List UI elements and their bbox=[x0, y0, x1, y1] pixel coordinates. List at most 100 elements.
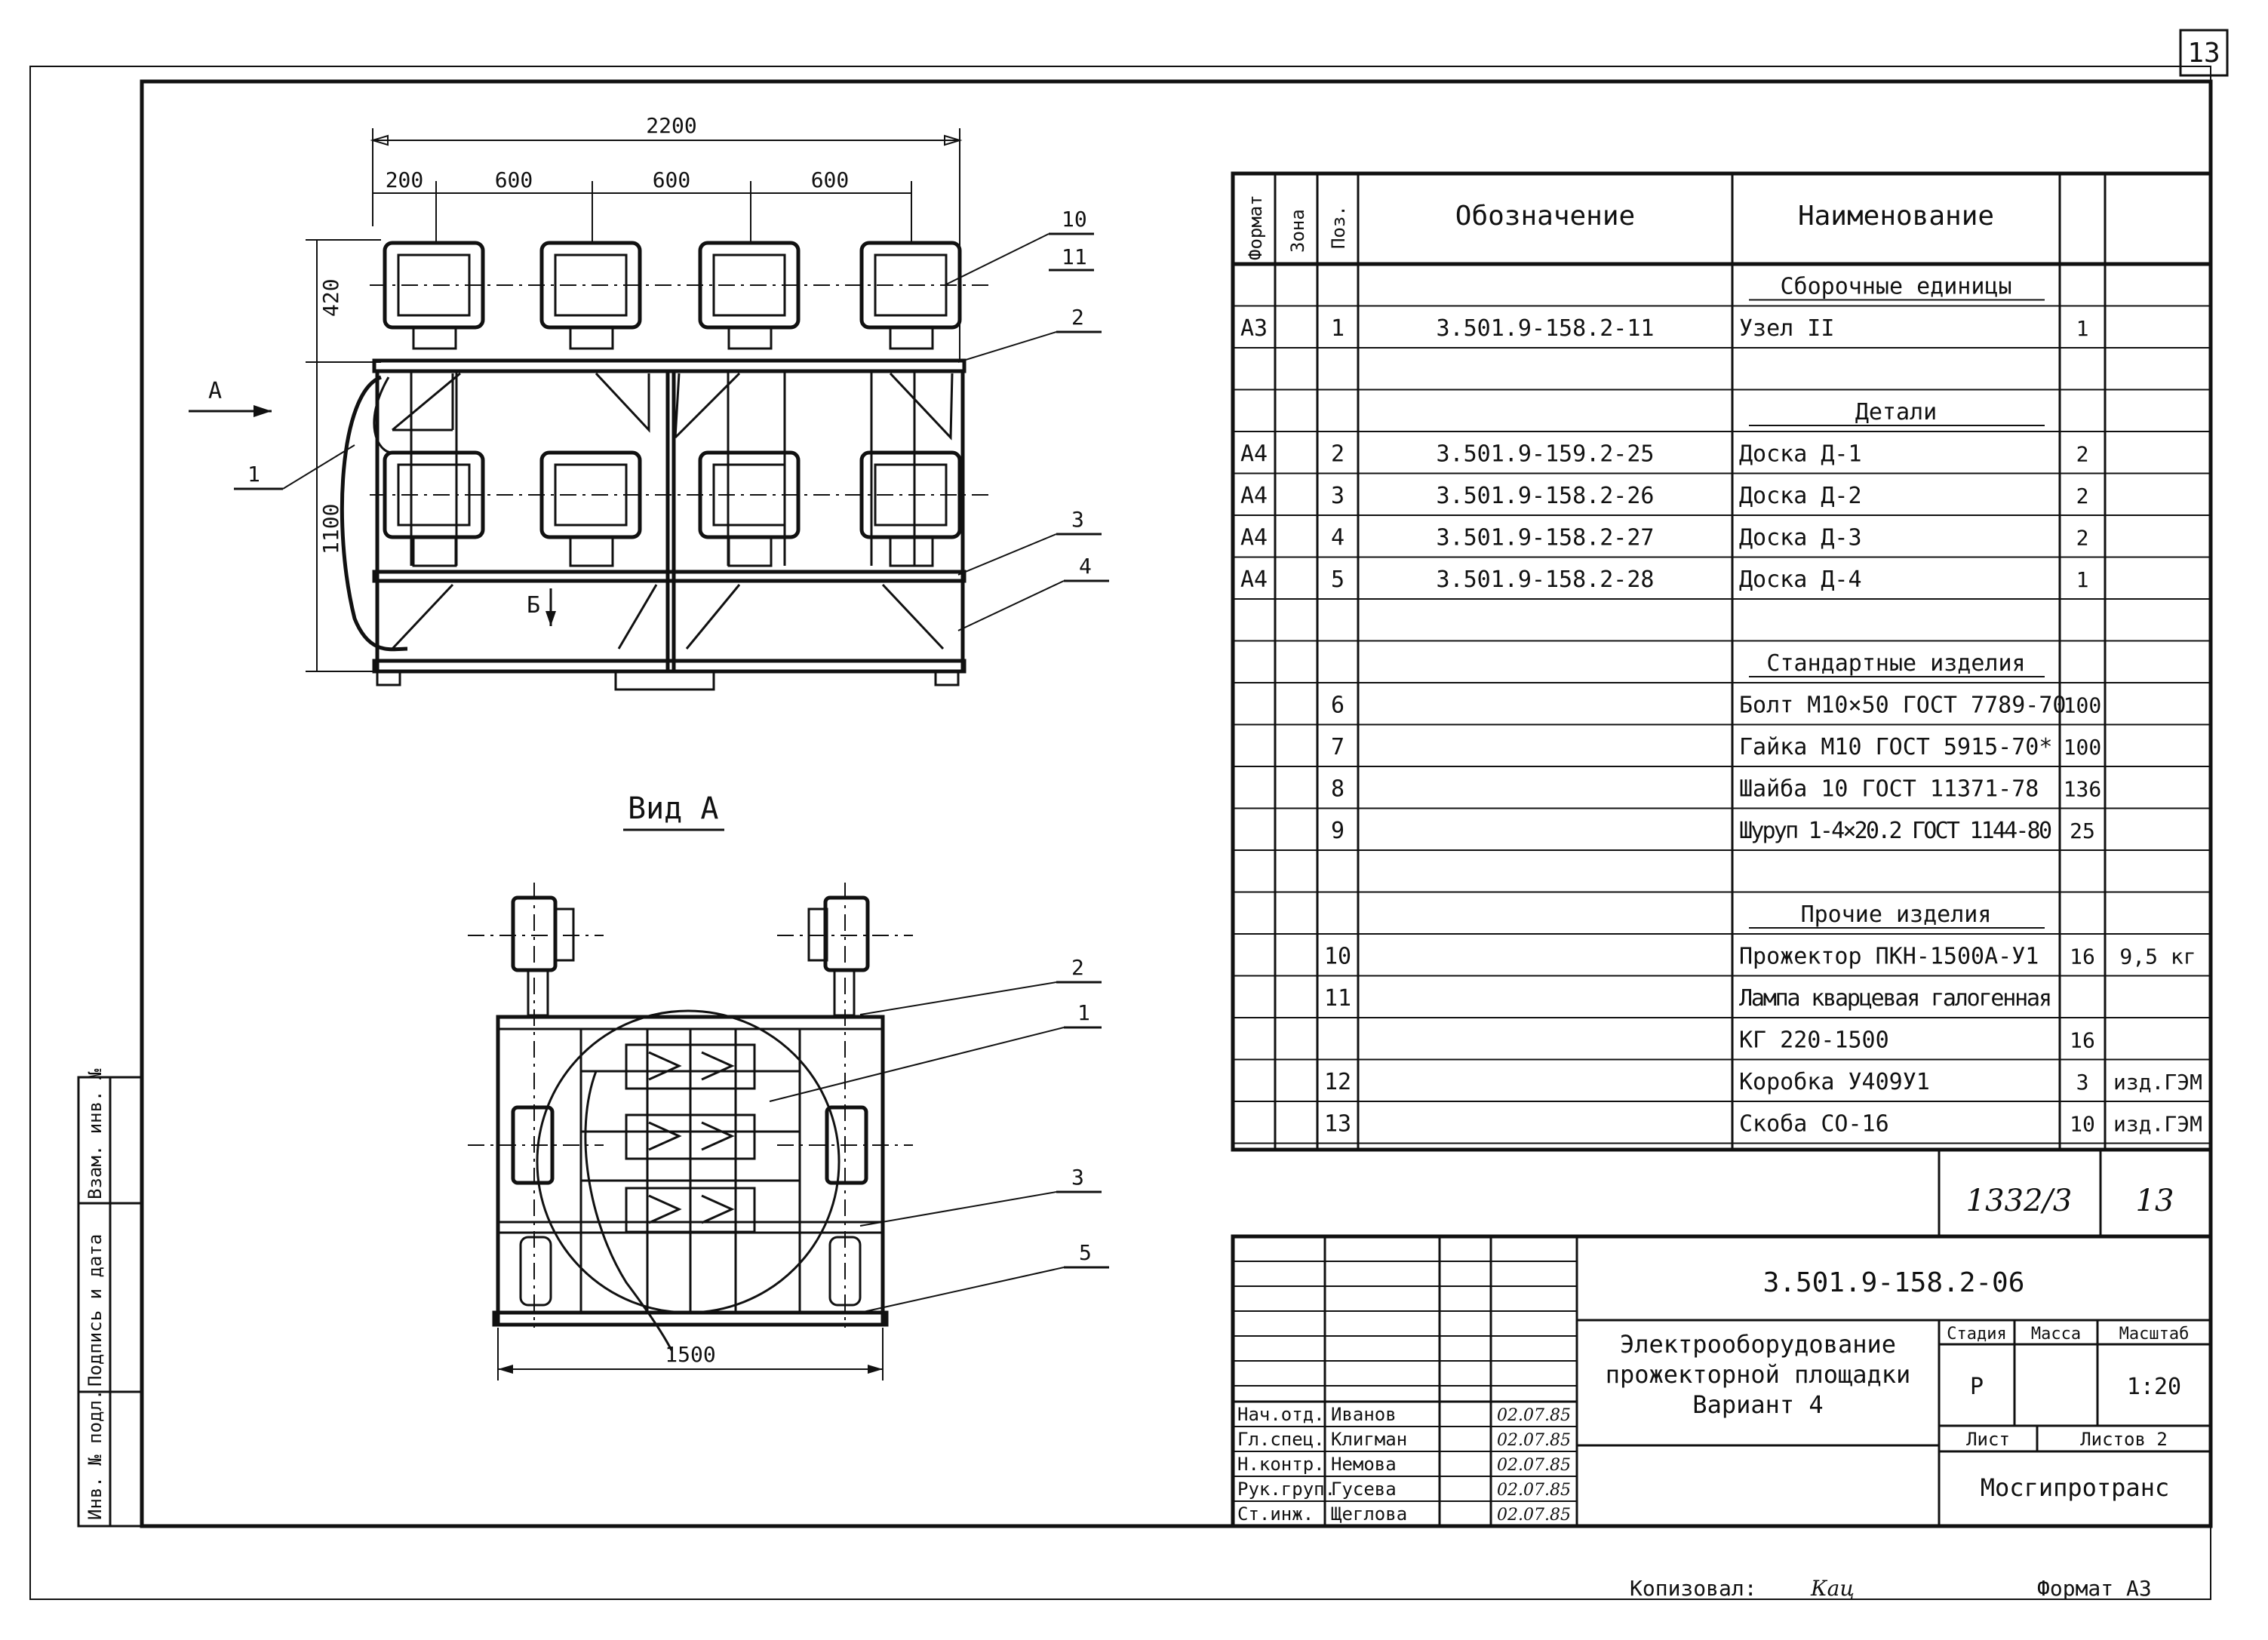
title-line-3: Вариант 4 bbox=[1692, 1390, 1823, 1419]
header-designation: Обозначение bbox=[1455, 201, 1635, 232]
section-label: Б bbox=[527, 592, 540, 619]
sig-role: Н.контр. bbox=[1237, 1454, 1325, 1475]
album-number: 1332/3 bbox=[1966, 1184, 2073, 1218]
scale-value: 1:20 bbox=[2127, 1374, 2181, 1400]
cell-pos: 4 bbox=[1331, 525, 1345, 551]
dim-600-a: 600 bbox=[495, 167, 533, 192]
dim-1500: 1500 bbox=[665, 1342, 715, 1367]
top-view-callouts: 10 11 2 1 3 4 bbox=[234, 207, 1109, 631]
sig-role: Рук.груп. bbox=[1237, 1479, 1335, 1500]
sig-name: Иванов bbox=[1331, 1404, 1397, 1425]
cell-name: Прочие изделия bbox=[1801, 901, 1992, 928]
cell-name: Узел II bbox=[1739, 315, 1834, 342]
view-arrow-label: А bbox=[208, 378, 222, 404]
cell-format: А4 bbox=[1240, 483, 1268, 509]
mass-label: Масса bbox=[2031, 1325, 2081, 1344]
header-format: Формат bbox=[1245, 195, 1266, 260]
cell-designation: 3.501.9-158.2-28 bbox=[1437, 567, 1655, 593]
cell-format: А4 bbox=[1240, 525, 1268, 551]
callout-10: 10 bbox=[1062, 207, 1087, 232]
section-arrow-b: Б bbox=[527, 588, 556, 626]
frame-body bbox=[340, 358, 967, 691]
title-line-2: прожекторной площадки bbox=[1606, 1360, 1911, 1389]
cell-qty: 2 bbox=[2076, 484, 2089, 508]
cell-pos: 13 bbox=[1324, 1111, 1351, 1138]
cell-name: Стандартные изделия bbox=[1766, 650, 2025, 677]
cell-pos: 9 bbox=[1331, 818, 1345, 844]
trim-border bbox=[29, 66, 2211, 1600]
page-number-box: 13 bbox=[2179, 29, 2229, 77]
cell-designation: 3.501.9-158.2-26 bbox=[1437, 483, 1655, 509]
callout-2: 2 bbox=[1071, 305, 1084, 330]
cell-name: Доска Д-1 bbox=[1739, 441, 1862, 468]
sig-name: Немова bbox=[1331, 1454, 1397, 1475]
cell-name: Детали bbox=[1855, 399, 1937, 425]
inv-orig-label: Инв. № подл. bbox=[85, 1390, 106, 1520]
spec-table: Формат Зона Поз. Обозначение Наименовани… bbox=[1231, 171, 2213, 1152]
copied-by-sign: Кац bbox=[1810, 1576, 1855, 1601]
callout-11: 11 bbox=[1062, 244, 1087, 269]
cell-qty: 100 bbox=[2064, 735, 2102, 760]
sig-name: Клигман bbox=[1331, 1429, 1407, 1450]
sig-date: 02.07.85 bbox=[1497, 1406, 1571, 1425]
cell-name: Скоба СО-16 bbox=[1739, 1111, 1889, 1138]
view-a: Вид А bbox=[468, 791, 1109, 1380]
cell-qty: 100 bbox=[2064, 693, 2102, 718]
cell-note: изд.ГЭМ bbox=[2113, 1112, 2202, 1137]
cell-pos: 6 bbox=[1331, 693, 1345, 719]
copied-by-label: Копизовал: bbox=[1630, 1576, 1757, 1601]
header-pos: Поз. bbox=[1328, 205, 1349, 249]
cell-pos: 10 bbox=[1324, 944, 1351, 970]
cell-name: Лампа кварцевая галогенная bbox=[1739, 985, 2052, 1012]
cell-note: 9,5 кг bbox=[2119, 944, 2196, 969]
sheet-label: Лист bbox=[1966, 1429, 2010, 1450]
scale-label: Масштаб bbox=[2119, 1325, 2190, 1344]
view-a-callout-1: 1 bbox=[1077, 1000, 1090, 1025]
cell-note: изд.ГЭМ bbox=[2113, 1070, 2202, 1095]
cell-name: Сборочные единицы bbox=[1780, 274, 2011, 300]
view-a-callout-3: 3 bbox=[1071, 1165, 1084, 1190]
sig-name: Щеглова bbox=[1331, 1503, 1407, 1525]
projectors-bottom-row bbox=[370, 450, 988, 567]
document-code: 3.501.9-158.2-06 bbox=[1763, 1267, 2025, 1298]
cell-qty: 16 bbox=[2070, 944, 2095, 969]
cell-qty: 3 bbox=[2076, 1070, 2089, 1095]
sig-role: Нач.отд. bbox=[1237, 1404, 1325, 1425]
cell-designation: 3.501.9-159.2-25 bbox=[1437, 441, 1655, 468]
projectors-top-row bbox=[370, 241, 988, 350]
cell-name: Доска Д-3 bbox=[1739, 525, 1862, 551]
cell-pos: 11 bbox=[1324, 985, 1351, 1012]
sig-date: 02.07.85 bbox=[1497, 1506, 1571, 1525]
cell-qty: 136 bbox=[2064, 777, 2102, 802]
page-number: 13 bbox=[2187, 38, 2220, 69]
stage-label: Стадия bbox=[1947, 1325, 2006, 1344]
dim-420: 420 bbox=[318, 278, 343, 317]
view-a-title: Вид А bbox=[628, 791, 718, 826]
header-name: Наименование bbox=[1798, 201, 1994, 232]
cell-qty: 25 bbox=[2070, 818, 2095, 843]
sig-role: Гл.спец. bbox=[1237, 1429, 1325, 1450]
cell-name: Доска Д-4 bbox=[1739, 567, 1862, 593]
cell-qty: 10 bbox=[2070, 1112, 2095, 1137]
cell-qty: 2 bbox=[2076, 442, 2089, 467]
sig-role: Ст.инж. bbox=[1237, 1503, 1314, 1525]
cell-format: А3 bbox=[1240, 315, 1268, 342]
cell-format: А4 bbox=[1240, 441, 1268, 468]
cell-name: Болт М10×50 ГОСТ 7789-70 bbox=[1739, 693, 2066, 719]
header-zone: Зона bbox=[1287, 209, 1308, 253]
cell-pos: 3 bbox=[1331, 483, 1345, 509]
cell-qty: 1 bbox=[2076, 567, 2089, 592]
top-view: 2200 200 600 600 600 420 1100 bbox=[189, 113, 1109, 691]
dim-600-c: 600 bbox=[811, 167, 850, 192]
cell-qty: 2 bbox=[2076, 526, 2089, 551]
cell-pos: 5 bbox=[1331, 567, 1345, 593]
sig-name: Гусева bbox=[1331, 1479, 1397, 1500]
cell-name: Гайка М10 ГОСТ 5915-70* bbox=[1739, 734, 2052, 760]
cell-name: Коробка У409У1 bbox=[1739, 1069, 1930, 1095]
dim-total: 2200 bbox=[646, 113, 696, 138]
view-a-callout-5: 5 bbox=[1079, 1240, 1092, 1265]
cell-qty: 1 bbox=[2076, 316, 2089, 341]
